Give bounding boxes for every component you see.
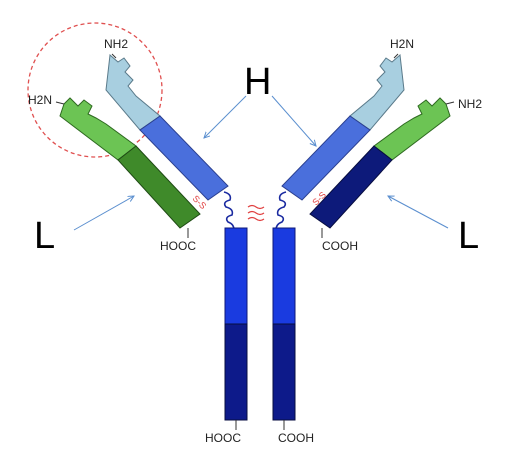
arrow-l-right: [388, 196, 449, 229]
nh2-light-right-label: NH2: [458, 97, 482, 111]
terminus-ticks: [55, 53, 455, 430]
cooh-heavy-right-label: COOH: [278, 431, 314, 445]
light-variable-right: [373, 97, 451, 161]
arrow-h-right: [271, 95, 316, 146]
light-variable-left: [59, 97, 137, 161]
arrow-h-left: [204, 95, 247, 138]
hinge-left: [223, 191, 235, 231]
heavy-chain-right-arm: [281, 53, 405, 201]
pointer-arrows: [73, 95, 449, 231]
nh2-heavy-left-label: NH2: [104, 37, 128, 51]
hooc-light-left-label: HOOC: [160, 239, 196, 253]
heavy-variable-right: [349, 53, 405, 131]
h2n-light-left-label: H2N: [28, 93, 52, 107]
light-constant-right: [309, 145, 393, 229]
light-chain-left: [59, 97, 201, 229]
heavy-ch1-right: [281, 115, 371, 201]
hinge-region: [223, 191, 287, 231]
arrow-l-left: [73, 196, 134, 231]
heavy-fc-lower-right: [272, 323, 296, 421]
heavy-chain-label: H: [244, 61, 271, 103]
fc-region: [224, 227, 296, 421]
heavy-chain-left-arm: [105, 53, 229, 201]
light-constant-left: [117, 145, 201, 229]
h2n-heavy-right-label: H2N: [390, 37, 414, 51]
heavy-fc-upper-left: [224, 227, 248, 325]
inter-heavy-disulfides: [247, 204, 265, 222]
light-chain-label-right: L: [458, 215, 479, 257]
hooc-heavy-left-label: HOOC: [205, 431, 241, 445]
heavy-fc-upper-right: [272, 227, 296, 325]
heavy-variable-left: [105, 53, 161, 131]
light-chain-right: [309, 97, 451, 229]
light-chain-label-left: L: [34, 215, 55, 257]
heavy-ch1-left: [139, 115, 229, 201]
variable-region-highlight: [27, 22, 163, 158]
cooh-light-right-label: COOH: [322, 239, 358, 253]
heavy-fc-lower-left: [224, 323, 248, 421]
hinge-right: [275, 191, 287, 231]
